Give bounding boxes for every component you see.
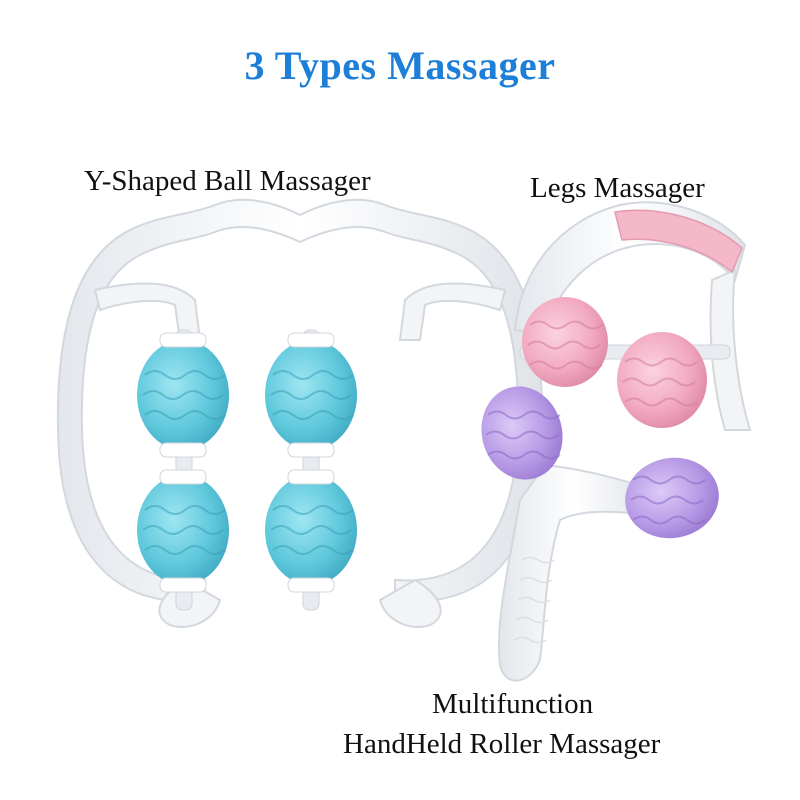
legs-massager-roller-1 (522, 297, 608, 387)
legs-massager (513, 201, 752, 431)
legs-massager-label: Legs Massager (530, 172, 705, 204)
handheld-massager-handle-texture (513, 556, 555, 644)
y-shaped-collars (159, 332, 335, 593)
legs-massager-grip (614, 209, 743, 274)
handheld-massager-roller-texture (485, 410, 706, 525)
handheld-massager-label-line2: HandHeld Roller Massager (343, 728, 661, 760)
handheld-massager-label-line1: Multifunction (432, 688, 594, 720)
y-shaped-roller-texture (142, 370, 354, 555)
legs-massager-roller-texture (527, 320, 698, 407)
y-shaped-right-hook (378, 578, 442, 628)
y-shaped-right-arm (398, 282, 507, 341)
handheld-massager (481, 386, 719, 682)
y-shaped-massager (56, 198, 544, 628)
page-title: 3 Types Massager (244, 43, 556, 88)
y-shaped-massager-label: Y-Shaped Ball Massager (84, 165, 371, 197)
